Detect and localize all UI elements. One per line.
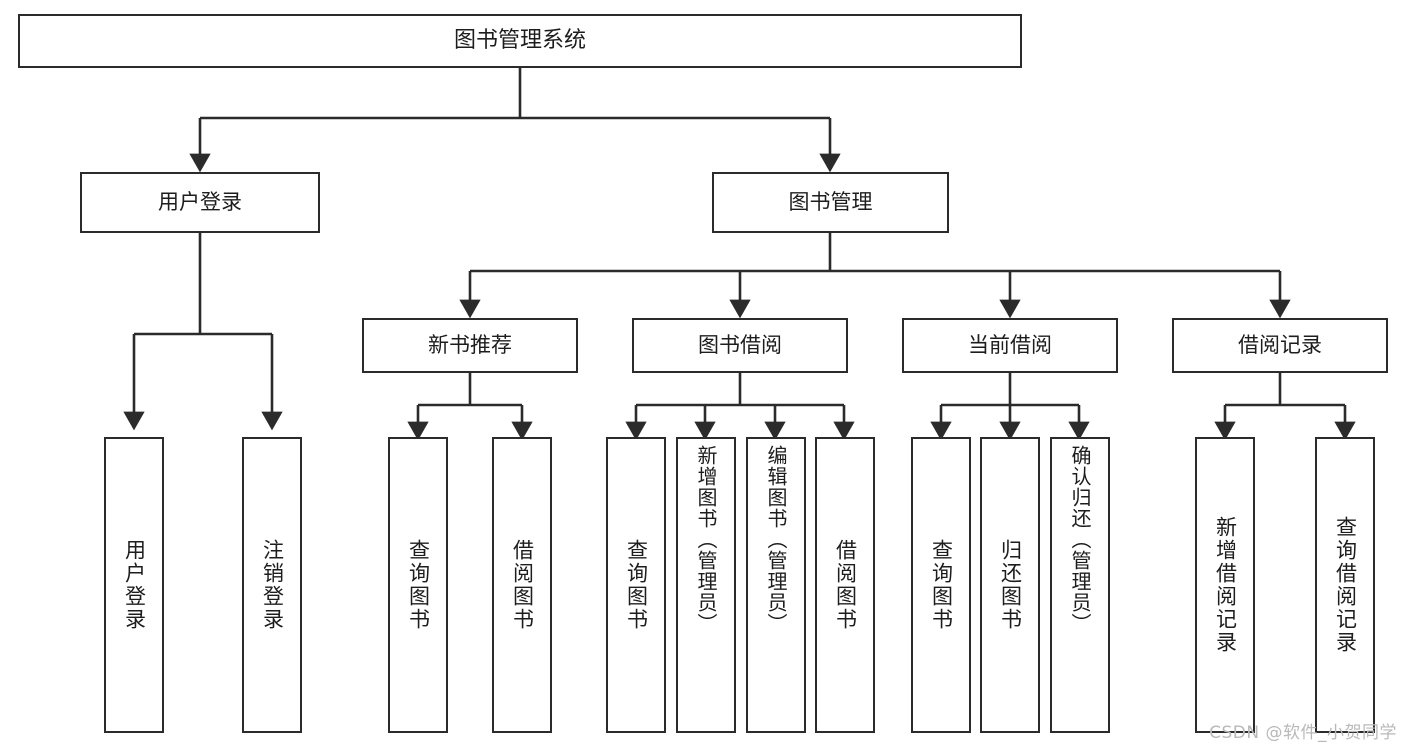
node-label: 确认归还（管理员） bbox=[1068, 445, 1092, 634]
node-book-management[interactable]: 图书管理 bbox=[712, 172, 949, 233]
leaf-edit-book-admin[interactable]: 编辑图书（管理员） bbox=[746, 437, 806, 733]
leaf-query-book-current[interactable]: 查询图书 bbox=[911, 437, 971, 733]
node-book-borrow[interactable]: 图书借阅 bbox=[632, 318, 848, 373]
node-root-book-management-system[interactable]: 图书管理系统 bbox=[18, 14, 1022, 68]
leaf-borrow-book-recommend[interactable]: 借阅图书 bbox=[492, 437, 552, 733]
node-label: 注销登录 bbox=[260, 539, 285, 631]
node-label: 查询图书 bbox=[406, 539, 431, 631]
node-new-book-recommend[interactable]: 新书推荐 bbox=[362, 318, 578, 373]
leaf-query-borrow-record[interactable]: 查询借阅记录 bbox=[1315, 437, 1375, 733]
node-label: 用户登录 bbox=[158, 190, 242, 215]
node-label: 借阅图书 bbox=[510, 539, 535, 631]
node-label: 新增图书（管理员） bbox=[694, 445, 718, 634]
node-user-login[interactable]: 用户登录 bbox=[80, 172, 320, 233]
node-label: 查询图书 bbox=[624, 539, 649, 631]
leaf-confirm-return-admin[interactable]: 确认归还（管理员） bbox=[1050, 437, 1110, 733]
leaf-user-login[interactable]: 用户登录 bbox=[104, 437, 164, 733]
leaf-add-book-admin[interactable]: 新增图书（管理员） bbox=[676, 437, 736, 733]
node-label: 查询借阅记录 bbox=[1333, 516, 1358, 654]
node-label: 查询图书 bbox=[929, 539, 954, 631]
node-label: 归还图书 bbox=[998, 539, 1023, 631]
leaf-add-borrow-record[interactable]: 新增借阅记录 bbox=[1195, 437, 1255, 733]
leaf-query-book-recommend[interactable]: 查询图书 bbox=[388, 437, 448, 733]
node-borrow-record[interactable]: 借阅记录 bbox=[1172, 318, 1388, 373]
node-label: 当前借阅 bbox=[968, 333, 1052, 358]
node-label: 借阅记录 bbox=[1238, 333, 1322, 358]
leaf-return-book[interactable]: 归还图书 bbox=[980, 437, 1040, 733]
leaf-borrow-book-borrow[interactable]: 借阅图书 bbox=[815, 437, 875, 733]
node-label: 新增借阅记录 bbox=[1213, 516, 1238, 654]
node-label: 编辑图书（管理员） bbox=[764, 445, 788, 634]
csdn-watermark: CSDN @软件_小贺同学 bbox=[1209, 723, 1397, 743]
node-label: 用户登录 bbox=[122, 539, 147, 631]
node-label: 图书管理 bbox=[788, 190, 873, 215]
leaf-logout-login[interactable]: 注销登录 bbox=[242, 437, 302, 733]
node-current-borrow[interactable]: 当前借阅 bbox=[902, 318, 1118, 373]
node-label: 借阅图书 bbox=[833, 539, 858, 631]
leaf-query-book-borrow[interactable]: 查询图书 bbox=[606, 437, 666, 733]
node-label: 新书推荐 bbox=[428, 333, 512, 358]
node-label: 图书管理系统 bbox=[453, 28, 586, 54]
node-label: 图书借阅 bbox=[698, 333, 782, 358]
